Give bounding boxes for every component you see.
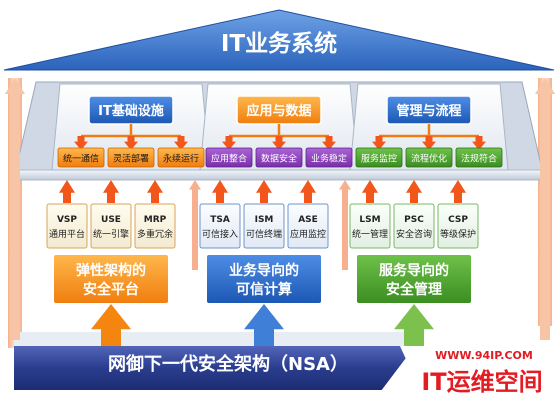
up-arrow (256, 180, 272, 203)
up-arrow (406, 180, 422, 203)
up-arrow (212, 180, 228, 203)
capability-card (243, 203, 285, 249)
capability-card (46, 203, 88, 249)
footer-bar (14, 346, 420, 390)
top-item-box (157, 147, 205, 168)
watermark-band-inner (372, 366, 558, 403)
side-arrow-left (5, 78, 25, 340)
pillar-title-line: 业务导向的 (229, 262, 299, 279)
pillar-title-line: 弹性架构的 (76, 262, 146, 279)
watermark-url: WWW.94IP.COM (435, 349, 533, 362)
capability-card (90, 203, 132, 249)
capability-code: MRP (144, 215, 167, 225)
capability-label: 通用平台 (49, 228, 85, 240)
down-arrow (422, 136, 436, 150)
top-item-box (355, 147, 403, 168)
top-item-label: 灵活部署 (113, 153, 149, 165)
top-item-label: 服务监控 (361, 153, 397, 165)
top-item-box (107, 147, 155, 168)
top-item-box (57, 147, 105, 168)
down-arrow (272, 136, 286, 150)
top-item-box (405, 147, 453, 168)
top-item-box (305, 147, 353, 168)
capability-code: USE (101, 215, 121, 225)
capability-label: 等级保护 (440, 228, 476, 240)
capability-card (199, 203, 241, 249)
foundation-arrow (91, 304, 131, 346)
down-arrow (222, 136, 236, 150)
top-group-title: 应用与数据 (246, 103, 311, 119)
foundation-arrow (394, 304, 434, 346)
capability-code: LSM (359, 215, 380, 225)
top-item-label: 流程优化 (411, 153, 447, 165)
capability-label: 可信终端 (246, 228, 282, 240)
footer-title: 网御下一代安全架构（NSA） (108, 353, 348, 375)
down-arrow (74, 136, 88, 150)
divider-arrow (189, 180, 201, 270)
capability-code: ASE (298, 215, 318, 225)
watermark-brand: IT运维空间 (421, 368, 542, 396)
pillar-title-line: 安全平台 (83, 281, 139, 298)
up-arrow (103, 180, 119, 203)
top-item-label: 统一通信 (63, 153, 99, 165)
capability-label: 应用监控 (290, 228, 326, 240)
capability-card (287, 203, 329, 249)
pillar-title-line: 服务导向的 (379, 262, 449, 279)
down-arrow (322, 136, 336, 150)
top-item-box (255, 147, 303, 168)
watermark: WWW.94IP.COM IT运维空间 (421, 349, 542, 396)
up-arrow (147, 180, 163, 203)
up-arrow (450, 180, 466, 203)
upper-floor (13, 169, 545, 181)
capability-code: ISM (255, 215, 274, 225)
top-item-label: 业务稳定 (311, 153, 347, 165)
top-item-box (205, 147, 253, 168)
capability-code: VSP (57, 215, 77, 225)
capability-card (134, 203, 176, 249)
top-item-label: 数据安全 (261, 153, 297, 165)
capability-label: 可信接入 (202, 228, 238, 240)
down-arrow (124, 136, 138, 150)
up-arrow (300, 180, 316, 203)
top-group-title: 管理与流程 (396, 103, 461, 119)
capability-card (349, 203, 391, 249)
top-group-title: IT基础设施 (98, 103, 164, 119)
up-arrow (59, 180, 75, 203)
down-arrow (472, 136, 486, 150)
divider-arrow (339, 180, 351, 270)
up-arrow (362, 180, 378, 203)
top-item-label: 法规符合 (461, 153, 497, 165)
capability-label: 统一引擎 (93, 228, 129, 240)
pillar-title-line: 安全管理 (386, 281, 442, 298)
system-title: IT业务系统 (221, 30, 337, 57)
capability-label: 统一管理 (352, 228, 388, 240)
side-arrow-right (535, 78, 555, 340)
pillar-title-line: 可信计算 (236, 281, 292, 298)
capability-label: 多重冗余 (137, 228, 173, 240)
capability-code: CSP (448, 215, 468, 225)
capability-card (393, 203, 435, 249)
capability-label: 安全咨询 (396, 228, 432, 240)
capability-code: PSC (404, 215, 424, 225)
capability-card (437, 203, 479, 249)
down-arrow (174, 136, 188, 150)
roof (3, 9, 555, 71)
foundation-arrow (244, 304, 284, 346)
capability-code: TSA (210, 215, 230, 225)
down-arrow (372, 136, 386, 150)
top-item-box (455, 147, 503, 168)
top-item-label: 永续运行 (163, 153, 199, 165)
top-item-label: 应用整合 (211, 153, 247, 165)
